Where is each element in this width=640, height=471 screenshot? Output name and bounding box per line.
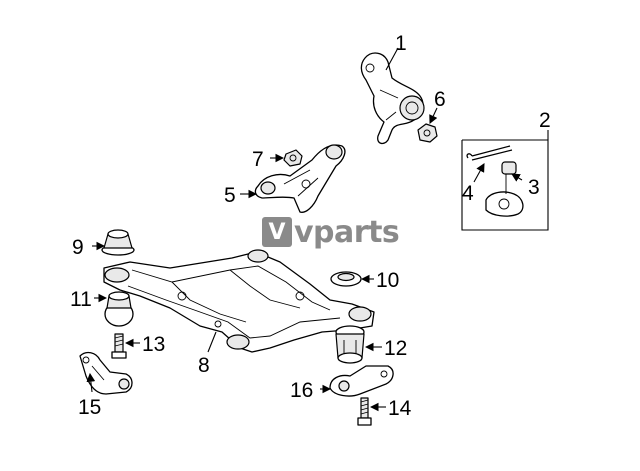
upper-mount [101, 229, 135, 256]
lower-control-arm [254, 144, 346, 213]
callout-12: 12 [384, 337, 407, 360]
callout-9: 9 [72, 236, 84, 259]
callout-5: 5 [224, 184, 236, 207]
callout-10: 10 [376, 269, 399, 292]
callout-11: 11 [70, 288, 92, 311]
callout-3: 3 [528, 176, 540, 199]
mount-bolt [111, 333, 127, 359]
leader-8 [207, 331, 217, 353]
callout-4: 4 [462, 182, 474, 205]
ball-joint [485, 191, 524, 217]
callout-16: 16 [290, 379, 313, 402]
mount-washer [330, 271, 362, 287]
callout-1: 1 [395, 32, 407, 55]
vparts-logo-text: vparts [294, 214, 400, 250]
rear-mount-bushing [335, 325, 365, 364]
side-bracket [79, 351, 133, 395]
callout-6: 6 [434, 88, 446, 111]
leader-1 [385, 47, 399, 71]
crossmember [103, 249, 375, 353]
vparts-logo-mark: V [262, 217, 292, 247]
leader-6 [429, 107, 438, 124]
callout-14: 14 [388, 397, 412, 420]
leader-4 [473, 163, 485, 183]
callout-7: 7 [252, 148, 264, 171]
callout-15: 15 [78, 396, 101, 419]
kit-bracket [461, 139, 549, 231]
rear-bracket [329, 365, 394, 397]
leader-15 [86, 372, 96, 393]
leader-3 [511, 173, 523, 182]
bracket-bolt [357, 397, 372, 426]
lower-mount [104, 291, 134, 327]
ball-joint-boot [501, 161, 517, 175]
callout-8: 8 [198, 354, 210, 377]
steering-knuckle [360, 52, 425, 145]
knuckle-nut [417, 123, 438, 143]
ball-joint-kit-box [461, 130, 549, 231]
callout-2: 2 [539, 109, 551, 132]
vparts-watermark: V vparts [262, 214, 400, 250]
arm-bushing [283, 149, 303, 167]
cotter-pin [466, 145, 513, 161]
callout-13: 13 [142, 333, 165, 356]
